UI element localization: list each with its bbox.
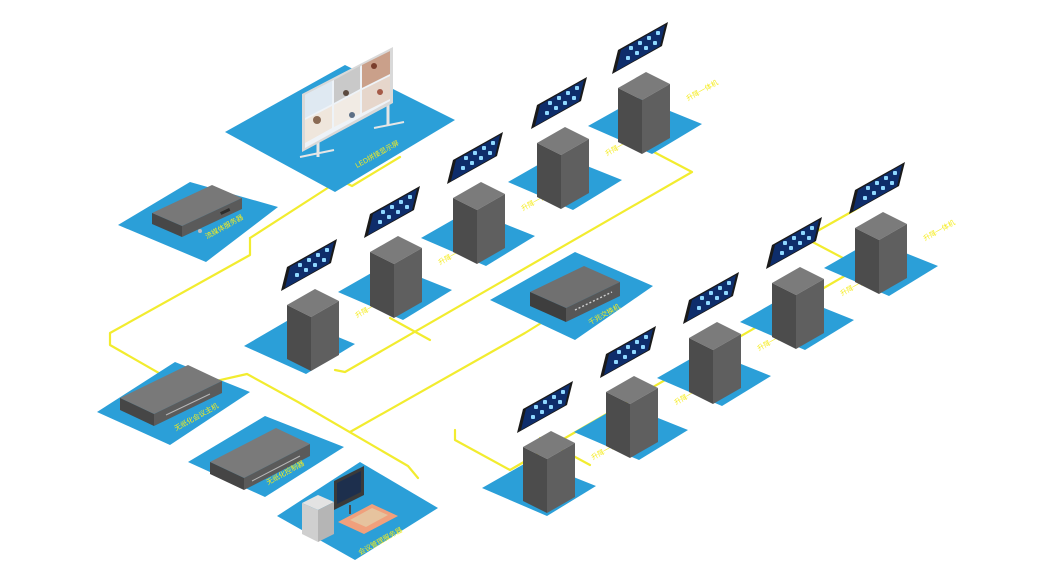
lift-terminals: 升降一体机升降一体机升降一体机升降一体机升降一体机升降一体机升降一体机升降一体机… xyxy=(281,22,957,513)
connection-line-upper-bus xyxy=(333,148,694,374)
terminal-upper-5: 升降一体机 xyxy=(612,22,720,154)
media-server-icon xyxy=(152,185,242,237)
central-controller-icon xyxy=(120,365,222,426)
terminal-lower-5: 升降一体机 xyxy=(849,162,957,294)
terminal-label: 升降一体机 xyxy=(685,78,720,103)
matrix-switcher-icon xyxy=(210,428,310,490)
terminal-label: 升降一体机 xyxy=(922,218,957,243)
video-wall-icon xyxy=(299,47,405,158)
terminal-lower-1: 升降一体机 xyxy=(517,381,625,513)
network-switch-icon xyxy=(530,266,620,322)
admin-workstation-icon xyxy=(302,466,398,542)
connection-line-upper-row-drops xyxy=(388,316,432,342)
